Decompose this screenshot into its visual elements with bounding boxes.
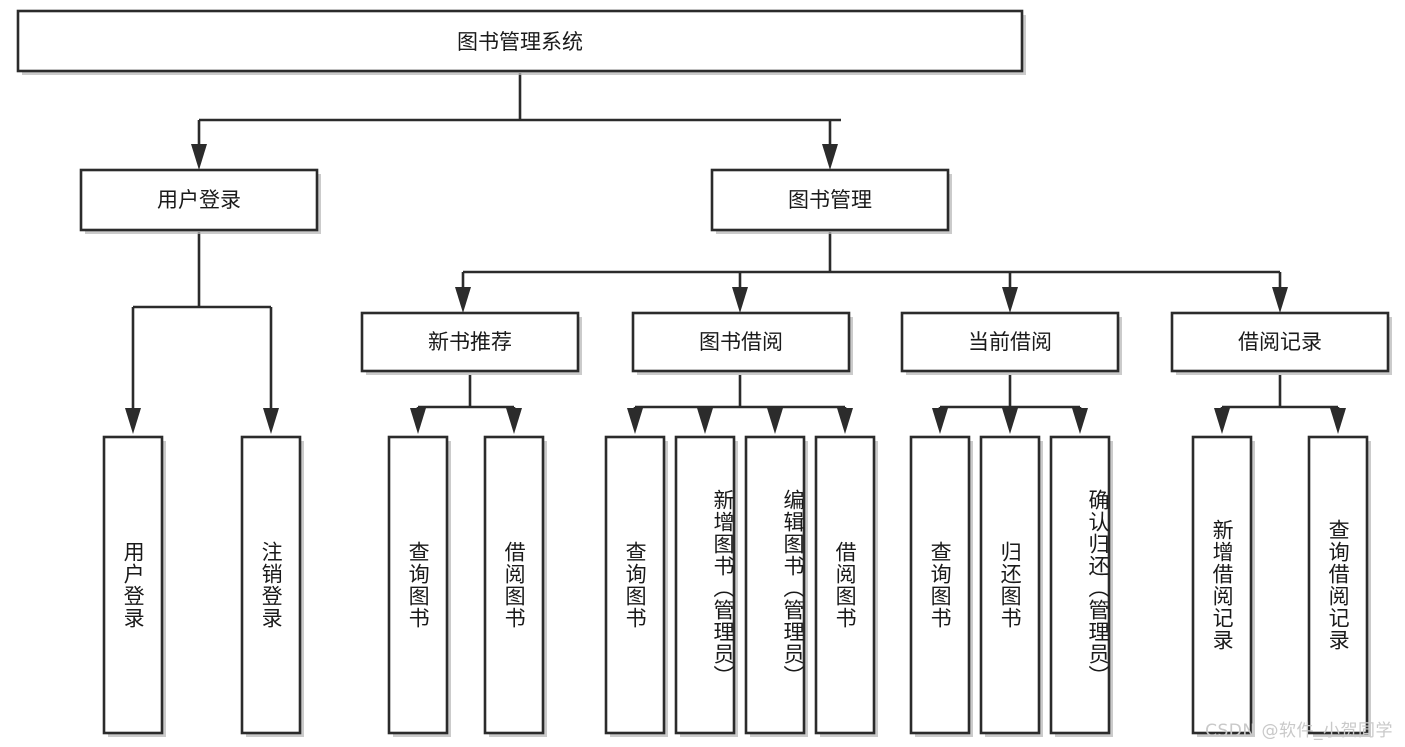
node-root[interactable]: 图书管理系统 <box>16 9 1026 75</box>
node-user-login[interactable]: 用户登录 <box>79 168 321 234</box>
node-leaf-user-login[interactable] <box>102 435 166 737</box>
node-leaf-add-record-rect <box>1191 435 1253 735</box>
node-leaf-borrow-book-2-rect <box>814 435 876 735</box>
node-user-login-rect <box>79 168 319 232</box>
connector-bookmanage-to-level2 <box>455 232 1288 313</box>
node-leaf-borrow-book-1[interactable] <box>483 435 547 737</box>
arrow-leaf-edit-book-icon <box>767 408 783 434</box>
node-leaf-return-book-rect <box>979 435 1041 735</box>
node-leaf-edit-book[interactable] <box>744 435 808 737</box>
node-leaf-return-book[interactable] <box>979 435 1043 737</box>
arrow-leaf-query-record-icon <box>1330 408 1346 434</box>
node-leaf-query-book-2-rect <box>604 435 666 735</box>
node-book-manage[interactable]: 图书管理 <box>710 168 952 234</box>
node-new-book-recommend-rect <box>360 311 580 373</box>
node-book-manage-rect <box>710 168 950 232</box>
node-book-manage-label: 图书管理 <box>788 188 872 212</box>
node-leaf-edit-book-rect <box>744 435 806 735</box>
node-root-label: 图书管理系统 <box>457 30 583 54</box>
connector-bookborrow-to-leaves <box>627 375 853 434</box>
node-leaf-add-record[interactable] <box>1191 435 1255 737</box>
node-leaf-logout-login-rect <box>240 435 302 735</box>
arrow-to-borrow-record-icon <box>1272 287 1288 313</box>
node-borrow-record-rect <box>1170 311 1390 373</box>
arrow-leaf-logout-login-icon <box>263 408 279 434</box>
node-leaf-query-book-1[interactable] <box>387 435 451 737</box>
arrow-leaf-borrow-book-2-icon <box>837 408 853 434</box>
watermark: CSDN @软件_小贺同学 <box>1205 721 1393 741</box>
leaf-boxes <box>102 435 1371 737</box>
connector-currentborrow-to-leaves <box>932 375 1088 434</box>
node-leaf-query-record-rect <box>1307 435 1369 735</box>
arrow-to-book-borrow-icon <box>732 287 748 313</box>
node-leaf-user-login-rect <box>102 435 164 735</box>
node-leaf-query-book-3-rect <box>909 435 971 735</box>
node-borrow-record-label: 借阅记录 <box>1238 330 1322 354</box>
node-leaf-query-book-3[interactable] <box>909 435 973 737</box>
node-current-borrow-rect <box>900 311 1120 373</box>
node-leaf-query-book-1-rect <box>387 435 449 735</box>
node-current-borrow-label: 当前借阅 <box>968 330 1052 354</box>
node-leaf-confirm-return[interactable] <box>1049 435 1113 737</box>
arrow-leaf-return-book-icon <box>1002 408 1018 434</box>
arrow-to-book-manage-icon <box>822 144 838 170</box>
arrow-leaf-confirm-return-icon <box>1072 408 1088 434</box>
node-leaf-borrow-book-2[interactable] <box>814 435 878 737</box>
node-book-borrow[interactable]: 图书借阅 <box>631 311 853 375</box>
node-leaf-add-book-rect <box>674 435 736 735</box>
node-user-login-label: 用户登录 <box>157 188 241 212</box>
connector-userlogin-to-leaves <box>125 232 279 434</box>
node-new-book-recommend-label: 新书推荐 <box>428 330 512 354</box>
connector-newbook-to-leaves <box>410 375 522 434</box>
node-root-rect <box>16 9 1024 73</box>
arrow-to-current-borrow-icon <box>1002 287 1018 313</box>
arrow-to-new-book-recommend-icon <box>455 287 471 313</box>
node-leaf-query-book-2[interactable] <box>604 435 668 737</box>
node-new-book-recommend[interactable]: 新书推荐 <box>360 311 582 375</box>
arrow-leaf-user-login-icon <box>125 408 141 434</box>
node-leaf-logout-login[interactable] <box>240 435 304 737</box>
node-book-borrow-label: 图书借阅 <box>699 330 783 354</box>
arrow-leaf-borrow-book-1-icon <box>506 408 522 434</box>
arrow-to-user-login-icon <box>191 144 207 170</box>
node-leaf-add-book[interactable] <box>674 435 738 737</box>
node-leaf-confirm-return-rect <box>1049 435 1111 735</box>
connector-root-to-level1 <box>191 73 841 170</box>
arrow-leaf-add-book-icon <box>697 408 713 434</box>
arrow-leaf-query-book-3-icon <box>932 408 948 434</box>
node-leaf-query-record[interactable] <box>1307 435 1371 737</box>
connector-borrowrecord-to-leaves <box>1214 375 1346 434</box>
node-current-borrow[interactable]: 当前借阅 <box>900 311 1122 375</box>
node-leaf-borrow-book-1-rect <box>483 435 545 735</box>
arrow-leaf-query-book-1-icon <box>410 408 426 434</box>
arrow-leaf-add-record-icon <box>1214 408 1230 434</box>
node-borrow-record[interactable]: 借阅记录 <box>1170 311 1392 375</box>
arrow-leaf-query-book-2-icon <box>627 408 643 434</box>
node-book-borrow-rect <box>631 311 851 373</box>
